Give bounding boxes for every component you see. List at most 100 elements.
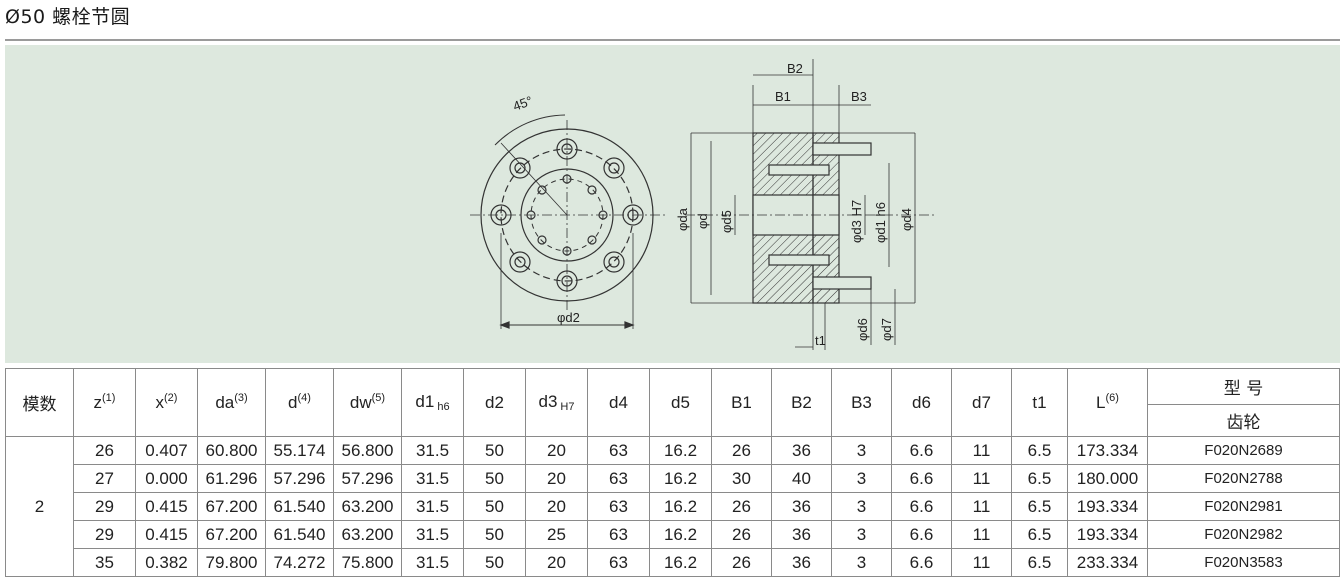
cell-dw: 75.800 [333,548,402,577]
cell-d: 55.174 [265,436,334,465]
cell-d6: 6.6 [891,520,952,549]
table-row: 2 26 0.407 60.800 55.174 56.800 31.5 50 … [5,436,1340,577]
d2-label: φd2 [557,310,580,325]
cell-d5: 16.2 [649,492,712,521]
header-d5: d5 [649,368,712,437]
cell-part-number: F020N2982 [1147,520,1340,549]
cell-da: 67.200 [197,492,266,521]
header-d2: d2 [463,368,526,437]
angle-arc [494,114,566,146]
cell-dw: 63.200 [333,492,402,521]
cell-d7: 11 [951,436,1012,465]
cell-dw: 56.800 [333,436,402,465]
cell-d3: 20 [525,548,588,577]
cell-part-number: F020N2788 [1147,464,1340,493]
table-row: 29 0.415 67.200 61.540 63.200 31.5 50 25… [6,520,1340,549]
cell-z: 35 [73,548,136,577]
table-body: 2 26 0.407 60.800 55.174 56.800 31.5 50 … [5,436,1340,577]
d-label: φd [695,213,710,229]
cell-d2: 50 [463,548,526,577]
header-d6: d6 [891,368,952,437]
cell-da: 67.200 [197,520,266,549]
technical-drawing-panel: 45° φd2 [5,45,1340,363]
inner-hole-pattern [526,174,608,256]
cell-d1: 31.5 [401,492,464,521]
technical-drawing: 45° φd2 [470,59,935,350]
cell-L: 193.334 [1067,520,1148,549]
cell-B3: 3 [831,464,892,493]
cell-B2: 36 [771,436,832,465]
set-screw-top [768,164,830,176]
cell-d6: 6.6 [891,436,952,465]
cell-z: 29 [73,520,136,549]
header-d: d(4) [265,368,334,437]
angle-leader [500,142,568,216]
cell-d: 57.296 [265,464,334,493]
cell-d2: 50 [463,492,526,521]
cell-d1: 31.5 [401,520,464,549]
cell-B1: 30 [711,464,772,493]
d7-label: φd7 [879,318,894,341]
cell-B2: 36 [771,520,832,549]
d6-label: φd6 [855,318,870,341]
header-module: 模数 [5,368,74,437]
cell-d6: 6.6 [891,548,952,577]
cell-d2: 50 [463,436,526,465]
cell-x: 0.000 [135,464,198,493]
d5-label: φd5 [719,210,734,233]
cell-L: 233.334 [1067,548,1148,577]
cell-L: 173.334 [1067,436,1148,465]
table-row: 29 0.415 67.200 61.540 63.200 31.5 50 20… [6,492,1340,521]
da-label: φda [675,207,690,231]
cell-z: 26 [73,436,136,465]
cell-d7: 11 [951,464,1012,493]
cell-B3: 3 [831,548,892,577]
d1-label: φd1 h6 [873,202,888,243]
bolt-bottom [812,276,872,290]
cell-B3: 3 [831,520,892,549]
cell-t1: 6.5 [1011,464,1068,493]
header-t1: t1 [1011,368,1068,437]
cell-d1: 31.5 [401,464,464,493]
header-L: L(6) [1067,368,1148,437]
d4-label: φd4 [899,208,914,231]
cell-x: 0.415 [135,492,198,521]
cell-L: 193.334 [1067,492,1148,521]
cell-z: 29 [73,492,136,521]
cell-B1: 26 [711,436,772,465]
cell-dw: 63.200 [333,520,402,549]
cell-d6: 6.6 [891,492,952,521]
cell-x: 0.382 [135,548,198,577]
cell-d3: 20 [525,492,588,521]
cell-d6: 6.6 [891,464,952,493]
section-dimensions [690,59,916,350]
cell-d2: 50 [463,520,526,549]
cell-d5: 16.2 [649,548,712,577]
cell-d4: 63 [587,464,650,493]
cell-d7: 11 [951,492,1012,521]
cell-d3: 20 [525,436,588,465]
cell-B2: 36 [771,548,832,577]
cell-d4: 63 [587,548,650,577]
table-row: 35 0.382 79.800 74.272 75.800 31.5 50 20… [6,548,1340,577]
d3-label: φd3 H7 [849,200,864,243]
table-row: 27 0.000 61.296 57.296 57.296 31.5 50 20… [6,464,1340,493]
header-B3: B3 [831,368,892,437]
header-x: x(2) [135,368,198,437]
cell-t1: 6.5 [1011,436,1068,465]
cell-d7: 11 [951,548,1012,577]
cell-B1: 26 [711,520,772,549]
cell-B3: 3 [831,436,892,465]
section-view [685,132,935,304]
cell-d7: 11 [951,520,1012,549]
cell-B3: 3 [831,492,892,521]
cell-d3: 20 [525,464,588,493]
bolt-hole-pattern [490,138,644,292]
title-divider [5,39,1340,41]
cell-d5: 16.2 [649,436,712,465]
cell-L: 180.000 [1067,464,1148,493]
header-model: 型 号 [1147,368,1340,405]
cell-t1: 6.5 [1011,548,1068,577]
